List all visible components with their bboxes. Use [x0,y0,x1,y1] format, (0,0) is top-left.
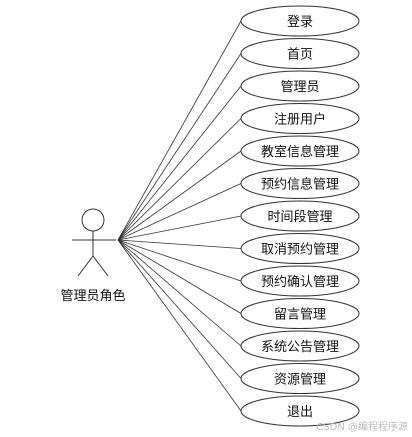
association-line [117,239,242,249]
use-case-label: 管理员 [280,80,319,95]
use-case-ellipse [240,265,360,297]
use-case-label: 系统公告管理 [261,340,339,355]
use-case-label: 教室信息管理 [261,144,339,160]
use-case-label: 资源管理 [274,373,326,388]
use-case-ellipse [240,38,360,69]
use-case: 预约信息管理 [240,168,360,199]
use-case-ellipse [240,363,360,394]
use-case: 注册用户 [240,103,360,134]
use-case-ellipse [240,395,360,427]
use-case: 预约确认管理 [240,265,360,297]
actor-admin-role: 管理员角色 [60,208,126,304]
use-case-label: 退出 [287,405,313,420]
association-line [117,239,242,347]
use-case-ellipse [240,298,360,329]
use-case-ellipse [240,70,360,102]
use-case-ellipse [240,330,360,362]
use-case-ellipse [240,233,360,264]
use-case-label: 首页 [287,48,313,63]
use-case: 管理员 [240,70,360,102]
use-case: 留言管理 [240,298,360,329]
actor-right-leg [92,255,109,277]
use-case: 系统公告管理 [240,330,360,362]
use-case-label: 注册用户 [274,112,326,128]
use-case-ellipse [240,103,360,134]
actor-left-leg [77,255,94,277]
association-line [117,118,242,241]
association-line [117,239,242,314]
association-line [117,239,242,282]
association-line [117,150,242,241]
use-case: 首页 [240,38,360,69]
use-case: 退出 [240,395,360,427]
use-case-label: 预约确认管理 [261,275,339,290]
use-case: 时间段管理 [240,200,360,232]
use-case-ellipse [240,135,360,167]
association-line [117,85,242,241]
actor-head [81,208,105,232]
use-case-ellipse [240,200,360,232]
actor-label: 管理员角色 [60,288,125,304]
use-case-list: 登录首页管理员注册用户教室信息管理预约信息管理时间段管理取消预约管理预约确认管理… [240,5,360,427]
use-case: 教室信息管理 [240,135,360,167]
use-case-label: 预约信息管理 [261,177,339,193]
use-case-label: 登录 [287,15,313,30]
use-case-label: 时间段管理 [267,210,332,225]
use-case-ellipse [240,5,360,37]
association-line [117,239,242,412]
use-case: 取消预约管理 [240,233,360,264]
use-case-label: 留言管理 [274,308,326,323]
use-case-ellipse [240,168,360,199]
use-case-label: 取消预约管理 [261,243,339,258]
association-line [117,183,242,241]
association-line [117,215,242,241]
association-line [117,239,242,379]
association-line [117,20,242,241]
association-lines [117,20,242,412]
use-case: 登录 [240,5,360,37]
watermark: CSDN @编程程序源 [316,420,408,433]
association-line [117,53,242,241]
use-case: 资源管理 [240,363,360,394]
